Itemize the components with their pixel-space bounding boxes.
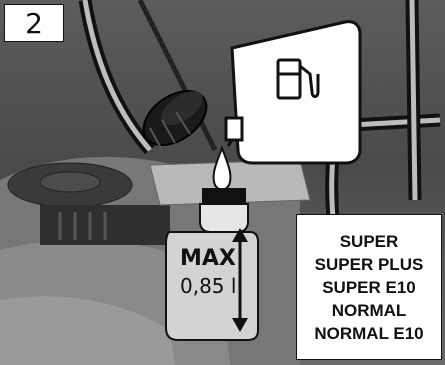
- volume-label: 0,85 l: [180, 274, 236, 298]
- fuel-type: NORMAL: [332, 299, 407, 322]
- fuel-type: SUPER: [340, 230, 399, 253]
- recoil-starter: [40, 172, 100, 192]
- fuel-type: NORMAL E10: [314, 322, 423, 345]
- max-label: MAX: [180, 246, 236, 271]
- fuel-type: SUPER PLUS: [315, 253, 424, 276]
- fuel-drop-icon: [214, 148, 231, 190]
- fuel-canister-icon: [226, 22, 360, 163]
- handle-left: [85, 0, 150, 150]
- fuel-type-list: SUPER SUPER PLUS SUPER E10 NORMAL NORMAL…: [296, 214, 442, 360]
- step-number: 2: [4, 4, 64, 42]
- fuel-type: SUPER E10: [322, 276, 416, 299]
